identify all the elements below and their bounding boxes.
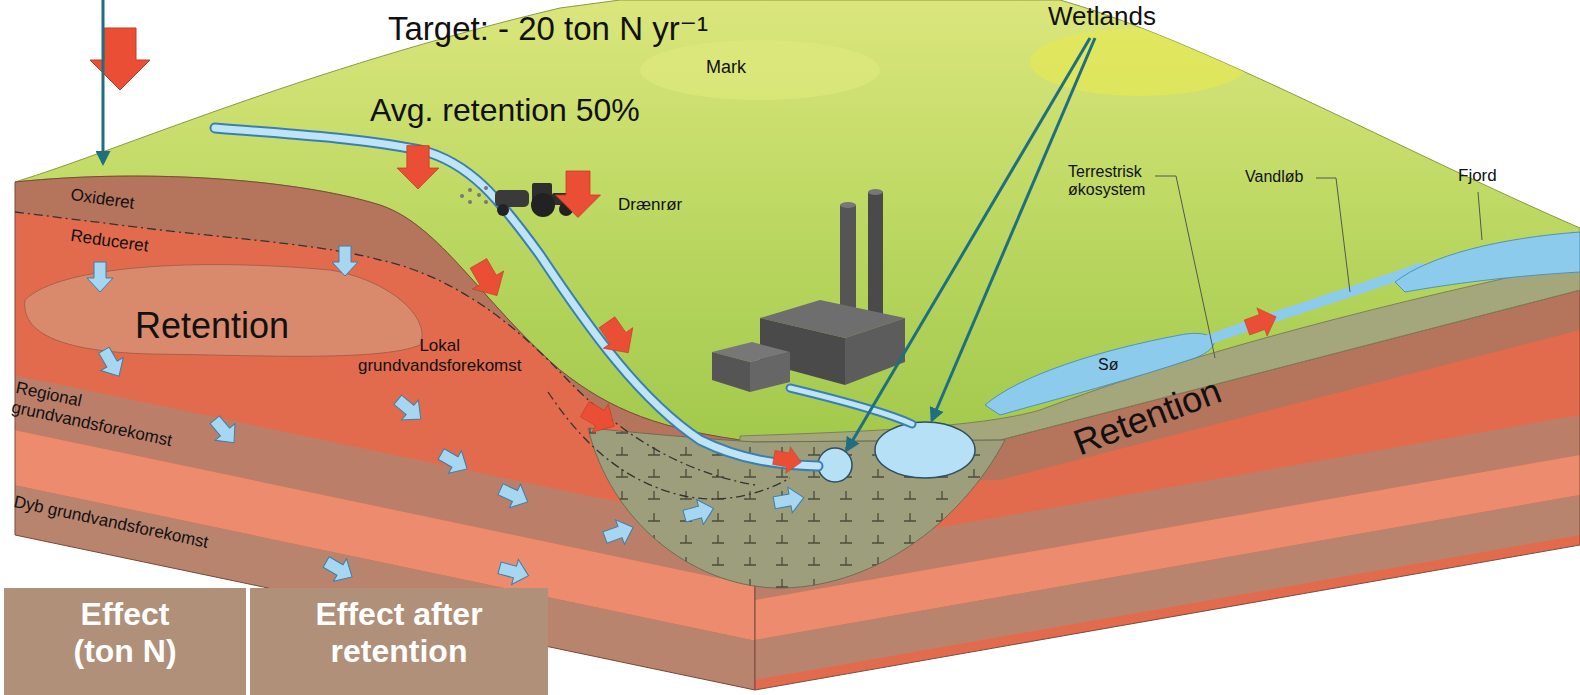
leader-arrow (847, 38, 1090, 450)
chimney-top (840, 202, 856, 208)
water-arrow (93, 344, 131, 383)
factory-wall (750, 352, 790, 392)
wetlands-label: Wetlands (1048, 2, 1156, 32)
factory-wall (845, 318, 905, 385)
nitrogen-arrow (90, 28, 150, 90)
aquifer-label: Dyb grundvandsforekomst (12, 492, 210, 552)
table-cell (250, 588, 548, 695)
nitrogen-arrow (592, 312, 643, 363)
water-arrow (495, 477, 533, 513)
water-arrow (496, 555, 532, 588)
ecosystem-label: Terrestrisk økosystem (1068, 163, 1145, 200)
nitrogen-arrow (771, 444, 803, 475)
water-arrow (332, 246, 358, 276)
field-patch (640, 40, 880, 100)
spray-drop (477, 193, 481, 197)
zone-label: Reduceret (69, 226, 149, 256)
nitrogen-arrow (577, 395, 623, 441)
retention-label: Retention (1068, 370, 1227, 464)
leader-line (1155, 176, 1215, 358)
water-arrow (772, 485, 806, 516)
water-arrow (389, 390, 429, 429)
chimney (868, 192, 883, 324)
stream (1195, 268, 1420, 345)
retention-label: Retention (135, 305, 289, 346)
nitrogen-arrow (397, 146, 439, 189)
redox-boundary (15, 212, 755, 485)
aquifer-label: Regional grundvandsforekomst (10, 378, 178, 450)
table-header: Effect (ton N) (50, 596, 200, 670)
aquifer-boundary (548, 392, 790, 499)
nitrogen-arrows (90, 28, 1281, 476)
factory-wall (712, 352, 750, 392)
tractor-wheel (531, 193, 555, 217)
drain-label: Drænrør (618, 195, 682, 215)
spray-drop (484, 186, 488, 190)
leader-line (1316, 178, 1350, 292)
leader-arrow (102, 0, 105, 163)
fjord-label: Fjord (1458, 166, 1497, 186)
drain-pipe (215, 128, 818, 466)
leader-line (1478, 192, 1482, 240)
field-tint (640, 28, 1250, 100)
nitrogen-arrow (1242, 303, 1281, 342)
spray-drop (460, 194, 464, 198)
tractor (460, 183, 573, 217)
stream-label: Vandløb (1245, 168, 1303, 186)
table-cell (4, 588, 246, 695)
wetland (875, 422, 975, 478)
spray-drop (468, 188, 472, 192)
nitrogen-arrow (556, 171, 601, 218)
water-arrow (435, 443, 474, 481)
water-arrow (87, 262, 113, 292)
table-header: Effect after retention (294, 596, 504, 670)
target-label: Target: - 20 ton N yr⁻¹ (388, 10, 708, 48)
chimney-top (868, 189, 883, 195)
drain-pipe-inner (215, 128, 818, 466)
spray-drop (484, 200, 488, 204)
tractor-tank (495, 190, 529, 207)
nitrogen-arrow (463, 254, 513, 304)
water-arrow (320, 551, 359, 589)
aquifer-label: Lokal grundvandsforekomst (358, 336, 521, 375)
water-arrow (681, 496, 717, 529)
outlet-pipe (790, 388, 912, 424)
field-label: Mark (706, 57, 746, 78)
water-arrow (205, 411, 244, 451)
tractor-wheel (497, 204, 509, 216)
retention-lens (25, 265, 422, 357)
fjord (1395, 232, 1580, 292)
spray-drop (468, 200, 472, 204)
zone-label: Oxideret (69, 185, 135, 213)
lake-label: Sø (1098, 356, 1118, 374)
retention-note: Avg. retention 50% (370, 92, 640, 129)
outlet-pipe-inner (790, 388, 912, 424)
water-arrow (601, 515, 638, 550)
leader-arrow (932, 38, 1095, 420)
